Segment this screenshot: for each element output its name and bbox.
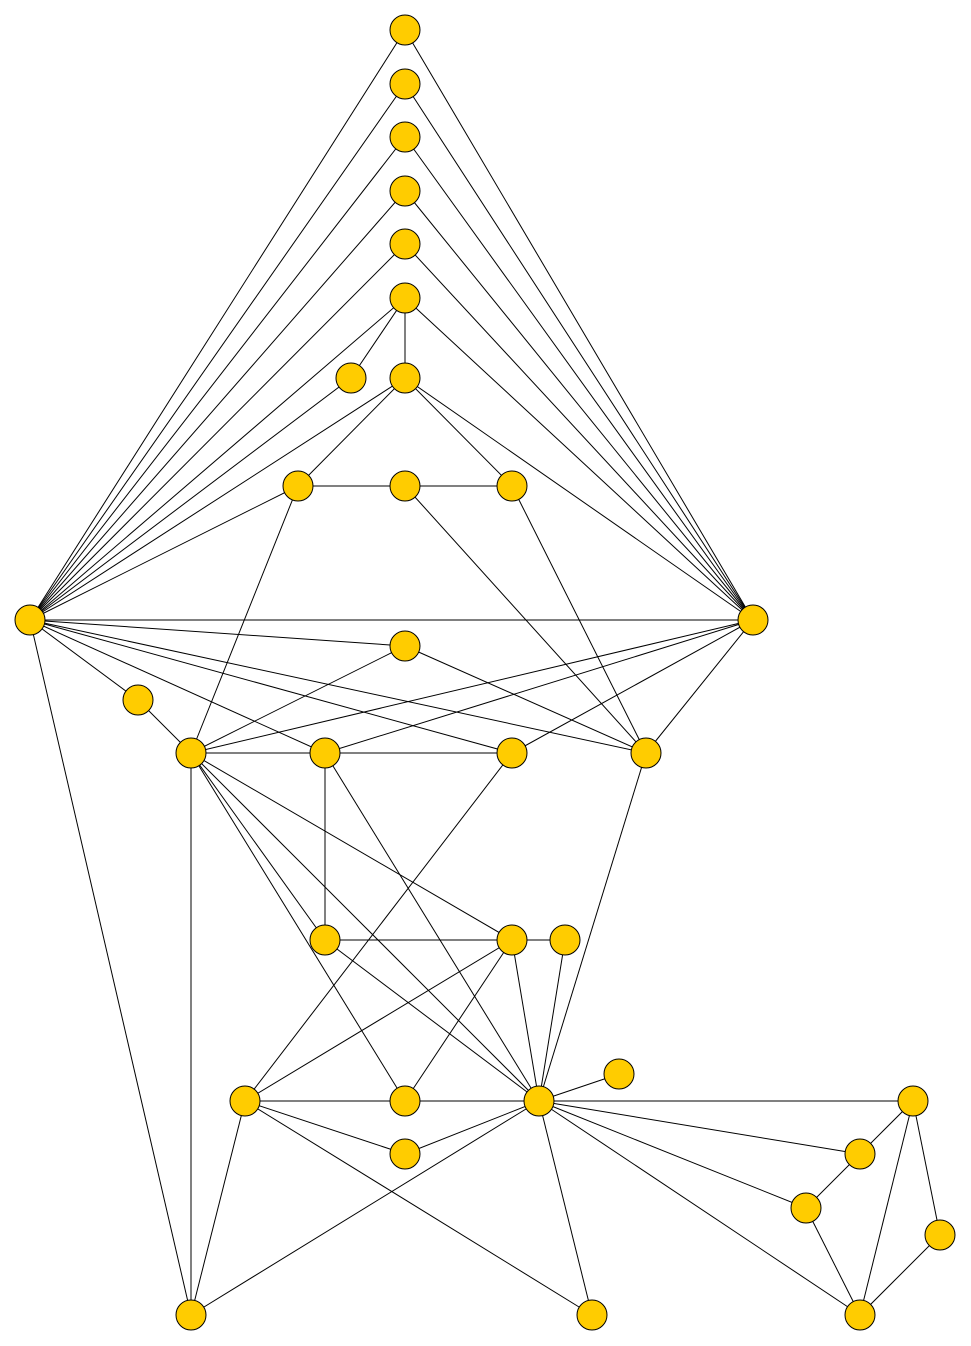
graph-node-c2 bbox=[549, 924, 581, 956]
graph-node-r4 bbox=[844, 1299, 876, 1331]
edge-r3-r4 bbox=[859, 1234, 941, 1316]
edge-L-t0 bbox=[29, 29, 406, 621]
edge-b0-c1 bbox=[190, 752, 513, 941]
graph-node-r3 bbox=[924, 1219, 956, 1251]
graph-node-d2 bbox=[523, 1085, 555, 1117]
edge-s0-a0 bbox=[297, 377, 406, 487]
graph-node-r0 bbox=[897, 1085, 929, 1117]
edge-R-t1 bbox=[404, 83, 754, 621]
edge-R-b2 bbox=[511, 619, 754, 754]
edge-L-b3 bbox=[29, 619, 647, 754]
edge-L-t3 bbox=[29, 190, 406, 621]
edge-L-b1 bbox=[29, 619, 326, 754]
edge-d0-e0 bbox=[244, 1100, 406, 1155]
edge-L-t2 bbox=[29, 136, 406, 621]
graph-node-R bbox=[737, 604, 769, 636]
graph-node-k0 bbox=[122, 684, 154, 716]
edge-e0-d2 bbox=[404, 1100, 540, 1155]
graph-node-a2 bbox=[496, 470, 528, 502]
edge-d0-h1 bbox=[244, 1100, 593, 1316]
graph-node-t5 bbox=[389, 282, 421, 314]
nodes-layer bbox=[14, 14, 956, 1331]
edge-t5-s1 bbox=[350, 297, 406, 379]
graph-node-p0 bbox=[603, 1058, 635, 1090]
edge-r0-r3 bbox=[912, 1100, 941, 1236]
edge-L-t5 bbox=[29, 297, 406, 621]
edge-R-t5 bbox=[404, 297, 754, 621]
graph-node-r2 bbox=[790, 1192, 822, 1224]
edge-d2-r4 bbox=[538, 1100, 861, 1316]
graph-node-r1 bbox=[844, 1138, 876, 1170]
edge-b2-d0 bbox=[244, 752, 513, 1102]
graph-node-b3 bbox=[630, 737, 662, 769]
edge-R-t3 bbox=[404, 190, 754, 621]
edge-L-s0 bbox=[29, 377, 406, 621]
graph-node-s0 bbox=[389, 362, 421, 394]
edge-b0-d1 bbox=[190, 752, 406, 1102]
edge-R-t2 bbox=[404, 136, 754, 621]
graph-node-d0 bbox=[229, 1085, 261, 1117]
edge-c2-d2 bbox=[538, 939, 566, 1102]
edge-L-t1 bbox=[29, 83, 406, 621]
graph-node-t1 bbox=[389, 68, 421, 100]
graph-node-c1 bbox=[496, 924, 528, 956]
edge-L-k0 bbox=[29, 619, 139, 701]
graph-node-b2 bbox=[496, 737, 528, 769]
edge-m0-b0 bbox=[190, 645, 406, 754]
edge-R-b1 bbox=[324, 619, 754, 754]
graph-node-t2 bbox=[389, 121, 421, 153]
edge-d2-r1 bbox=[538, 1100, 861, 1155]
edge-m0-b3 bbox=[404, 645, 647, 754]
edge-R-s0 bbox=[404, 377, 754, 621]
graph-node-t3 bbox=[389, 175, 421, 207]
edge-R-t4 bbox=[404, 243, 754, 621]
edge-d2-r2 bbox=[538, 1100, 807, 1209]
edge-r0-r4 bbox=[859, 1100, 914, 1316]
graph-node-b1 bbox=[309, 737, 341, 769]
graph-node-g0 bbox=[175, 1299, 207, 1331]
edge-b0-c0 bbox=[190, 752, 326, 941]
edge-r2-r4 bbox=[805, 1207, 861, 1316]
graph-node-d1 bbox=[389, 1085, 421, 1117]
edge-L-t4 bbox=[29, 243, 406, 621]
edge-d2-g0 bbox=[190, 1100, 540, 1316]
edge-R-t0 bbox=[404, 29, 754, 621]
edge-R-b0 bbox=[190, 619, 754, 754]
graph-node-a1 bbox=[389, 470, 421, 502]
edge-c1-d2 bbox=[511, 939, 540, 1102]
edge-b3-d2 bbox=[538, 752, 647, 1102]
edge-d2-h1b bbox=[538, 1100, 593, 1316]
edge-L-s1 bbox=[29, 377, 352, 621]
edge-L-m0 bbox=[29, 619, 406, 647]
graph-node-e0 bbox=[389, 1138, 421, 1170]
edge-a1-b3 bbox=[404, 485, 647, 754]
edge-s0-a2 bbox=[404, 377, 513, 487]
edge-a0-b0 bbox=[190, 485, 299, 754]
graph-node-t4 bbox=[389, 228, 421, 260]
edge-c0-d2 bbox=[324, 939, 540, 1102]
edges-layer bbox=[29, 29, 941, 1316]
edge-c1-d1 bbox=[404, 939, 513, 1102]
edge-b0-d2 bbox=[190, 752, 540, 1102]
edge-a2-b3 bbox=[511, 485, 647, 754]
graph-node-t0 bbox=[389, 14, 421, 46]
graph-node-L bbox=[14, 604, 46, 636]
edge-L-a0 bbox=[29, 485, 299, 621]
edge-L-b2 bbox=[29, 619, 513, 754]
graph-node-b0 bbox=[175, 737, 207, 769]
graph-node-h1 bbox=[576, 1299, 608, 1331]
edge-b1-d2 bbox=[324, 752, 540, 1102]
graph-node-s1 bbox=[335, 362, 367, 394]
edge-c1-d0 bbox=[244, 939, 513, 1102]
edge-R-b3 bbox=[645, 619, 754, 754]
edge-d0-g0 bbox=[190, 1100, 246, 1316]
graph-node-a0 bbox=[282, 470, 314, 502]
edge-L-g0 bbox=[29, 619, 192, 1316]
graph-node-m0 bbox=[389, 630, 421, 662]
graph-node-c0 bbox=[309, 924, 341, 956]
